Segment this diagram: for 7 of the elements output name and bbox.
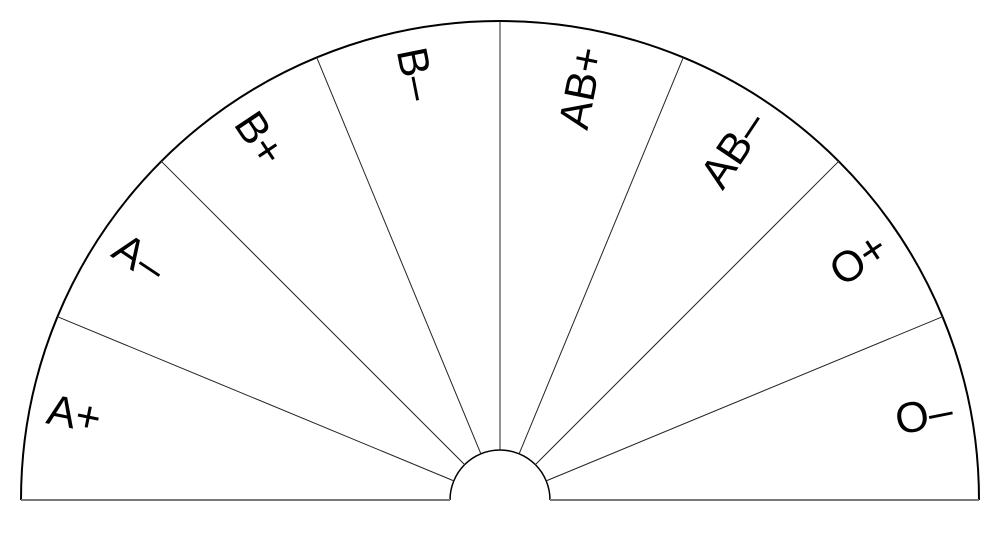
blood-type-label: A+ [44, 389, 105, 442]
blood-type-label: O– [892, 388, 957, 442]
blood-type-label: B+ [226, 104, 292, 174]
blood-type-label: AB+ [552, 43, 612, 133]
blood-type-label: A– [104, 226, 173, 292]
blood-type-label: B– [389, 44, 442, 104]
blood-type-label: O+ [822, 226, 896, 294]
